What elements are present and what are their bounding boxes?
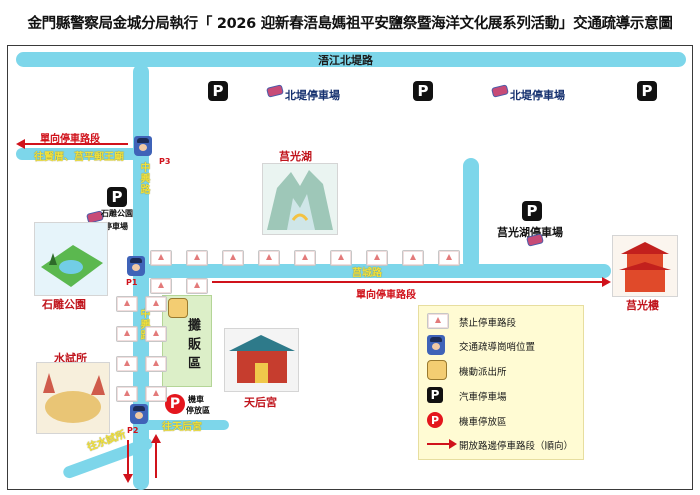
parking-shidiao-line2: 停車場	[104, 222, 128, 231]
no-parking-sign-icon	[145, 296, 167, 312]
west-arrow-head-icon	[16, 139, 25, 149]
legend-label: 汽車停車場	[459, 392, 507, 403]
scooter-parking-icon: P	[165, 394, 185, 414]
car-parking-icon: P	[413, 81, 433, 101]
south-arrow-left	[127, 440, 129, 476]
map-frame	[7, 45, 693, 490]
traffic-officer-icon	[134, 136, 152, 156]
legend-item	[427, 360, 447, 380]
east-one-way-arrow	[212, 281, 604, 283]
legend-item	[427, 311, 449, 331]
north-arrow-right	[155, 442, 157, 478]
road-label-jiancheng: 莒城路	[352, 268, 382, 279]
road-south-east	[133, 420, 229, 430]
car-parking-icon: P	[427, 387, 443, 403]
temple-picture	[224, 328, 299, 392]
no-parking-sign-icon	[366, 250, 388, 266]
post-p2-label: P2	[127, 426, 139, 435]
legend-item: P	[427, 385, 443, 405]
east-one-way-label: 單向停車路段	[356, 290, 416, 301]
vendor-area-label: 攤販區	[185, 318, 200, 375]
red-arrow-icon	[427, 439, 457, 449]
parking-north-right-label: 北堤停車場	[510, 89, 565, 102]
place-sculpture-park-label: 石雕公園	[42, 298, 86, 311]
no-parking-sign-icon	[402, 250, 424, 266]
legend-label: 開放路邊停車路段（順向）	[459, 441, 574, 452]
police-badge-icon	[168, 298, 188, 318]
no-parking-sign-icon	[438, 250, 460, 266]
car-parking-icon: P	[637, 81, 657, 101]
no-parking-sign-icon	[116, 326, 138, 342]
road-label-to-tianhou: 往天后宮	[162, 422, 202, 433]
moto-parking-line1: 機車	[188, 395, 204, 404]
parking-north-left-label: 北堤停車場	[285, 89, 340, 102]
sculpture-park-illustration-icon	[35, 223, 107, 295]
sculpture-park-picture	[34, 222, 108, 296]
no-parking-sign-icon	[222, 250, 244, 266]
no-parking-sign-icon	[116, 386, 138, 402]
no-parking-sign-icon	[116, 356, 138, 372]
road-west-branch	[16, 148, 144, 160]
no-parking-sign-icon	[427, 313, 449, 329]
no-parking-sign-icon	[116, 296, 138, 312]
west-one-way-arrow	[22, 143, 128, 145]
police-badge-icon	[427, 360, 447, 380]
north-arrow-right-head-icon	[151, 434, 161, 443]
no-parking-sign-icon	[186, 278, 208, 294]
place-temple-label: 天后宮	[244, 396, 277, 409]
traffic-officer-icon	[130, 404, 148, 424]
road-north-levee	[16, 52, 686, 67]
lake-illustration-icon	[263, 164, 337, 234]
no-parking-sign-icon	[145, 386, 167, 402]
no-parking-sign-icon	[150, 250, 172, 266]
post-p1-label: P1	[126, 278, 138, 287]
moto-parking-line2: 停放區	[186, 406, 210, 415]
no-parking-sign-icon	[150, 278, 172, 294]
road-label-westbound: 往賢厝、莒平郵王廟	[34, 152, 124, 163]
no-parking-sign-icon	[330, 250, 352, 266]
east-arrow-head-icon	[602, 277, 611, 287]
road-label-zhongxing-lower: 中興路	[138, 308, 149, 341]
car-parking-icon: P	[107, 187, 127, 207]
south-arrow-left-head-icon	[123, 474, 133, 483]
road-label-zhongxing-upper: 中興路	[138, 162, 149, 195]
legend: 禁止停車路段 交通疏導崗哨位置 機動派出所 P 汽車停車場 P 機車停放區 開放…	[418, 305, 584, 460]
legend-label: 機動派出所	[459, 367, 507, 378]
traffic-officer-icon	[127, 256, 145, 276]
parking-shidiao-line1: 石雕公園	[101, 209, 133, 218]
tower-illustration-icon	[613, 236, 677, 296]
road-jiancheng	[133, 264, 611, 278]
traffic-officer-icon	[427, 335, 445, 355]
place-lake-label: 莒光湖	[279, 150, 312, 163]
no-parking-sign-icon	[294, 250, 316, 266]
no-parking-sign-icon	[258, 250, 280, 266]
parking-juguang-label: 莒光湖停車場	[497, 226, 563, 239]
no-parking-sign-icon	[145, 356, 167, 372]
map-title: 金門縣警察局金城分局執行「 2026 迎新春浯島媽祖平安鹽祭暨海洋文化展系列活動…	[27, 15, 673, 32]
lake-picture	[262, 163, 338, 235]
tower-picture	[612, 235, 678, 297]
west-one-way-label: 單向停車路段	[40, 134, 100, 145]
temple-illustration-icon	[225, 329, 298, 391]
place-tower-label: 莒光樓	[626, 299, 659, 312]
car-parking-icon: P	[208, 81, 228, 101]
legend-label: 禁止停車路段	[459, 318, 517, 329]
place-fishery-label: 水試所	[54, 352, 87, 365]
post-p3-label: P3	[159, 157, 171, 166]
car-parking-icon: P	[522, 201, 542, 221]
no-parking-sign-icon	[186, 250, 208, 266]
legend-item	[427, 434, 457, 454]
legend-item	[427, 335, 445, 355]
road-label-north-levee: 浯江北堤路	[318, 54, 373, 67]
legend-label: 交通疏導崗哨位置	[459, 342, 536, 353]
fishery-picture	[36, 362, 110, 434]
legend-item: P	[427, 410, 443, 430]
road-east-connector	[463, 158, 479, 270]
scooter-parking-icon: P	[427, 412, 443, 428]
legend-label: 機車停放區	[459, 417, 507, 428]
fishery-illustration-icon	[37, 363, 109, 433]
no-parking-sign-icon	[145, 326, 167, 342]
